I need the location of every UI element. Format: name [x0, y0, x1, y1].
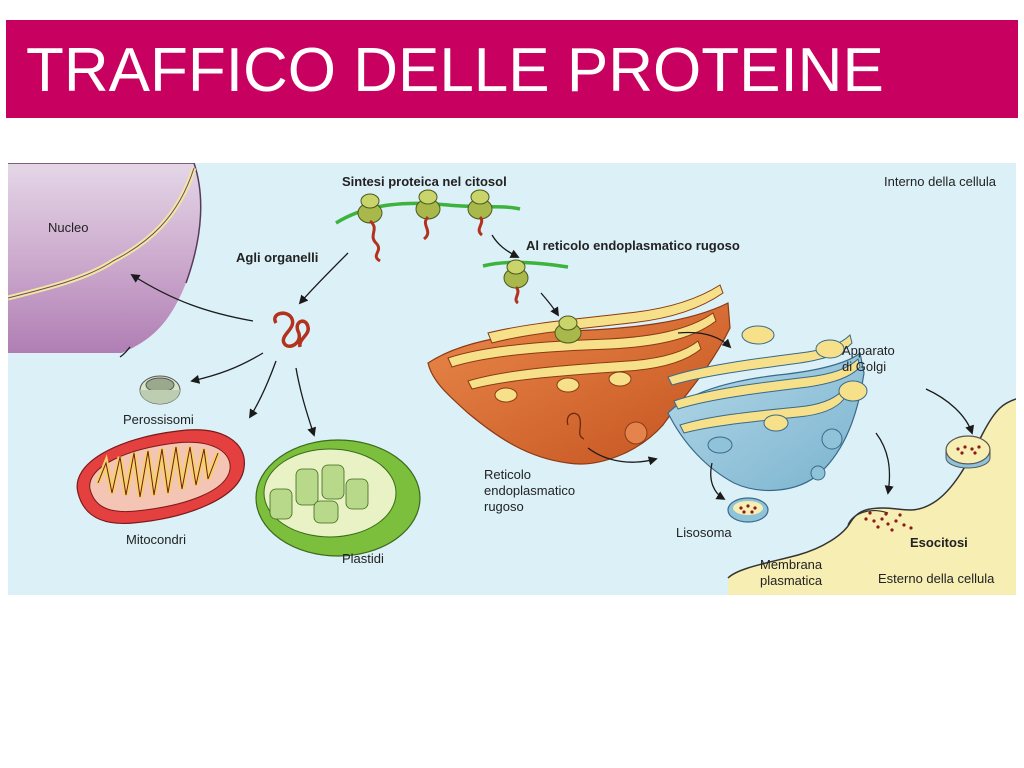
rough-er-shape [427, 284, 731, 465]
plastid-shape [255, 439, 421, 557]
er-membrane-ribosome [554, 315, 582, 344]
golgi-shape [667, 325, 868, 492]
label-golgi-line1: Apparato [842, 343, 895, 358]
label-rough-er-line2: endoplasmatico [484, 483, 576, 498]
label-lysosome: Lisosoma [676, 525, 732, 540]
label-cell-interior: Interno della cellula [884, 174, 997, 189]
secretory-vesicle [945, 435, 991, 469]
label-nucleus: Nucleo [48, 220, 89, 235]
label-golgi-line2: di Golgi [842, 359, 887, 374]
flow-arrows [119, 234, 975, 500]
label-rough-er-line3: rugoso [484, 499, 524, 514]
cytosol-ribosomes [335, 189, 521, 263]
label-membrane-line2: plasmatica [760, 573, 823, 588]
label-mitochondria: Mitocondri [126, 532, 186, 547]
peroxisome-shape [139, 375, 181, 405]
slide-title: TRAFFICO DELLE PROTEINE [26, 36, 884, 105]
label-plastids: Plastidi [342, 551, 384, 566]
lysosome-shape [727, 497, 769, 523]
exocytosis-vesicle [847, 510, 913, 532]
label-cell-exterior: Esterno della cellula [878, 571, 995, 586]
label-plasma-membrane: Membrana plasmatica [760, 557, 822, 589]
label-golgi: Apparato di Golgi [842, 343, 895, 375]
diagram-illustration [8, 163, 1016, 595]
protein-trafficking-diagram: Sintesi proteica nel citosol Interno del… [8, 163, 1016, 595]
nucleus-shape [8, 163, 202, 353]
label-rough-er: Reticolo endoplasmatico rugoso [484, 467, 575, 515]
mitochondrion-shape [76, 429, 245, 525]
label-to-rough-er: Al reticolo endoplasmatico rugoso [526, 238, 740, 253]
label-cytosol-synthesis: Sintesi proteica nel citosol [342, 174, 507, 189]
label-exocytosis: Esocitosi [910, 535, 968, 550]
folded-protein [273, 311, 310, 348]
label-membrane-line1: Membrana [760, 557, 823, 572]
label-to-organelles: Agli organelli [236, 250, 319, 265]
plasma-membrane-shape [727, 398, 1016, 595]
er-bound-ribosome [482, 259, 569, 305]
label-rough-er-line1: Reticolo [484, 467, 531, 482]
label-peroxisomes: Perossisomi [123, 412, 194, 427]
title-bar: TRAFFICO DELLE PROTEINE [6, 20, 1018, 118]
